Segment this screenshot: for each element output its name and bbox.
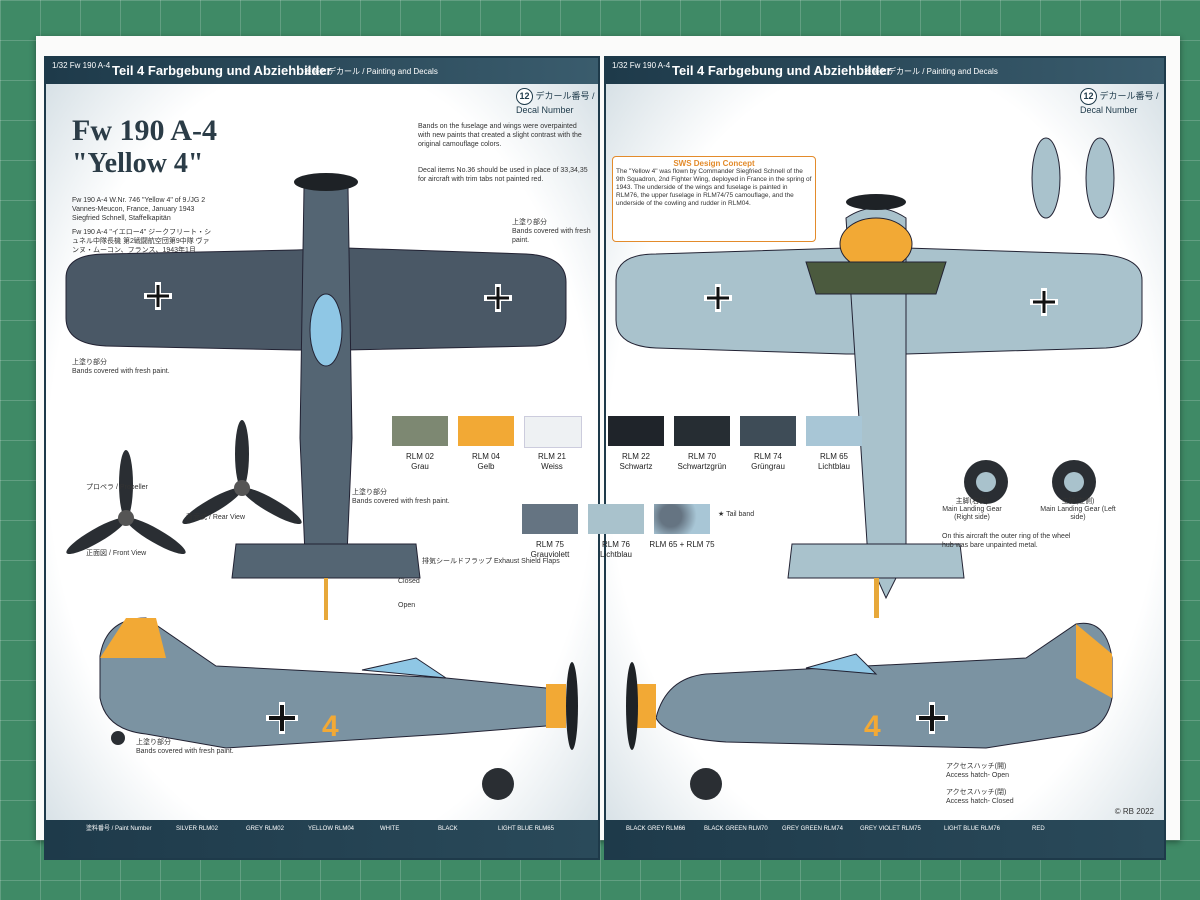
access-hatch-open: アクセスハッチ(開)Access hatch- Open: [946, 763, 1010, 779]
swatch-rlm22: [608, 416, 664, 446]
design-concept-box: SWS Design Concept The "Yellow 4" was fl…: [612, 156, 816, 242]
section-title-right: Teil 4 Farbgebung und Abziehbilder: [672, 63, 892, 78]
kit-label-right: 1/32 Fw 190 A-4: [612, 61, 671, 70]
left-header: 1/32 Fw 190 A-4 Teil 4 Farbgebung und Ab…: [46, 58, 598, 84]
tail-band-label: ★ Tail band: [718, 511, 755, 518]
paint-footer-right: BLACK GREY RLM66 BLACK GREEN RLM70 GREY …: [606, 820, 1164, 858]
swatch-rlm75: [522, 504, 578, 534]
wing-cross-bottom-left: [704, 284, 732, 312]
yellow-4-marking: 4: [322, 710, 339, 743]
fresh-paint-note: Bands on the fuselage and wings were ove…: [418, 123, 582, 148]
decal-number-icon-right: 12: [1080, 88, 1097, 105]
exhaust-flaps-label: 排気シールドフラップ Exhaust Shield Flaps: [422, 558, 560, 565]
decal-number-legend: 12 デカール番号 / Decal Number: [516, 88, 598, 115]
section-subtitle-right: 塗装とデカール / Painting and Decals: [864, 67, 998, 76]
rear-view-label: 背面式 / Rear View: [186, 514, 245, 521]
fuselage-cross-left: [266, 702, 298, 734]
instruction-sheet: 1/32 Fw 190 A-4 Teil 4 Farbgebung und Ab…: [36, 36, 1180, 860]
kit-label: 1/32 Fw 190 A-4: [52, 61, 111, 70]
swatch-rlm65-75: [654, 504, 710, 534]
wing-cross-left: [144, 282, 172, 310]
footer-item-red: RED: [1032, 826, 1045, 832]
wing-cross-right: [484, 284, 512, 312]
bottom-view-aircraft: 4: [615, 137, 1143, 800]
footer-item-lightblue76: LIGHT BLUE RLM76: [944, 826, 1000, 832]
footer-item-black: BLACK: [438, 826, 458, 832]
decal-number-label-right: デカール番号 / Decal Number: [1080, 91, 1159, 115]
decal-number-label: デカール番号 / Decal Number: [516, 91, 595, 115]
swatch-rlm02: [392, 416, 448, 446]
access-hatch-closed: アクセスハッチ(閉)Access hatch- Closed: [946, 789, 1014, 805]
wing-cross-bottom-right: [1030, 288, 1058, 316]
footer-item-greygreen: GREY GREEN RLM74: [782, 826, 843, 832]
swatch-rlm65: [806, 416, 862, 446]
swatch-rlm04: [458, 416, 514, 446]
aircraft-title: Fw 190 A-4: [72, 114, 217, 147]
swatch-rlm74: [740, 416, 796, 446]
yellow-4-marking-right: 4: [864, 710, 881, 743]
propeller-rear: [182, 420, 302, 525]
right-page: 1/32 Fw 190 A-4 Teil 4 Farbgebung und Ab…: [522, 56, 1166, 860]
right-header: 1/32 Fw 190 A-4 Teil 4 Farbgebung und Ab…: [606, 58, 1164, 84]
footer-item-greyviolet: GREY VIOLET RLM75: [860, 826, 921, 832]
history-text-jp: Fw 190 A-4 "イエロー4" ジークフリート・シュネル中隊長機 第2戦闘…: [72, 229, 212, 254]
swatch-rlm21: [524, 416, 582, 448]
main-gear-right-label: 主脚(右側)Main Landing Gear (Right side): [942, 498, 1002, 521]
main-gear-left-label: 主脚(左側)Main Landing Gear (Left side): [1040, 498, 1116, 521]
exhaust-open: Open: [398, 602, 416, 609]
wheel-hub-note: On this aircraft the outer ring of the w…: [942, 533, 1071, 549]
footer-item-blackgrey: BLACK GREY RLM66: [626, 826, 686, 832]
propeller-front: [66, 450, 186, 555]
decal-number-legend-right: 12 デカール番号 / Decal Number: [1080, 88, 1164, 115]
footer-item-yellow: YELLOW RLM04: [308, 826, 355, 832]
paint-number-label: 塗料番号 / Paint Number: [86, 826, 152, 832]
paint-footer-left: 塗料番号 / Paint Number SILVER RLM02 GREY RL…: [46, 820, 598, 858]
exhaust-closed: Closed: [398, 578, 420, 585]
front-view-label: 正面図 / Front View: [86, 550, 147, 557]
aircraft-subtitle: "Yellow 4": [72, 148, 204, 179]
left-page: 1/32 Fw 190 A-4 Teil 4 Farbgebung und Ab…: [44, 56, 600, 860]
footer-item-white: WHITE: [380, 826, 400, 832]
trim-tab-note: Decal items No.36 should be used in plac…: [418, 167, 588, 183]
swatch-rlm76: [588, 504, 644, 534]
copyright: © RB 2022: [1114, 807, 1154, 816]
propeller-label: プロペラ / Propeller: [86, 484, 148, 491]
concept-text: The "Yellow 4" was flown by Commander Si…: [616, 168, 812, 207]
fuselage-cross-right: [916, 702, 948, 734]
swatch-label-rlm65-75: RLM 65 + RLM 75: [649, 540, 715, 549]
section-subtitle: 塗装とデカール / Painting and Decals: [304, 67, 438, 76]
footer-item-blackgreen: BLACK GREEN RLM70: [704, 826, 768, 832]
footer-item-grey: GREY RLM02: [246, 826, 284, 832]
top-view-aircraft: 4: [65, 173, 578, 800]
swatch-rlm70: [674, 416, 730, 446]
footer-item-lightblue: LIGHT BLUE RLM65: [498, 826, 554, 832]
section-title: Teil 4 Farbgebung und Abziehbilder: [112, 63, 332, 78]
concept-title: SWS Design Concept: [673, 159, 755, 168]
history-text: Fw 190 A-4 W.Nr. 746 "Yellow 4" of 9./JG…: [72, 197, 206, 222]
footer-item-silver: SILVER RLM02: [176, 826, 218, 832]
